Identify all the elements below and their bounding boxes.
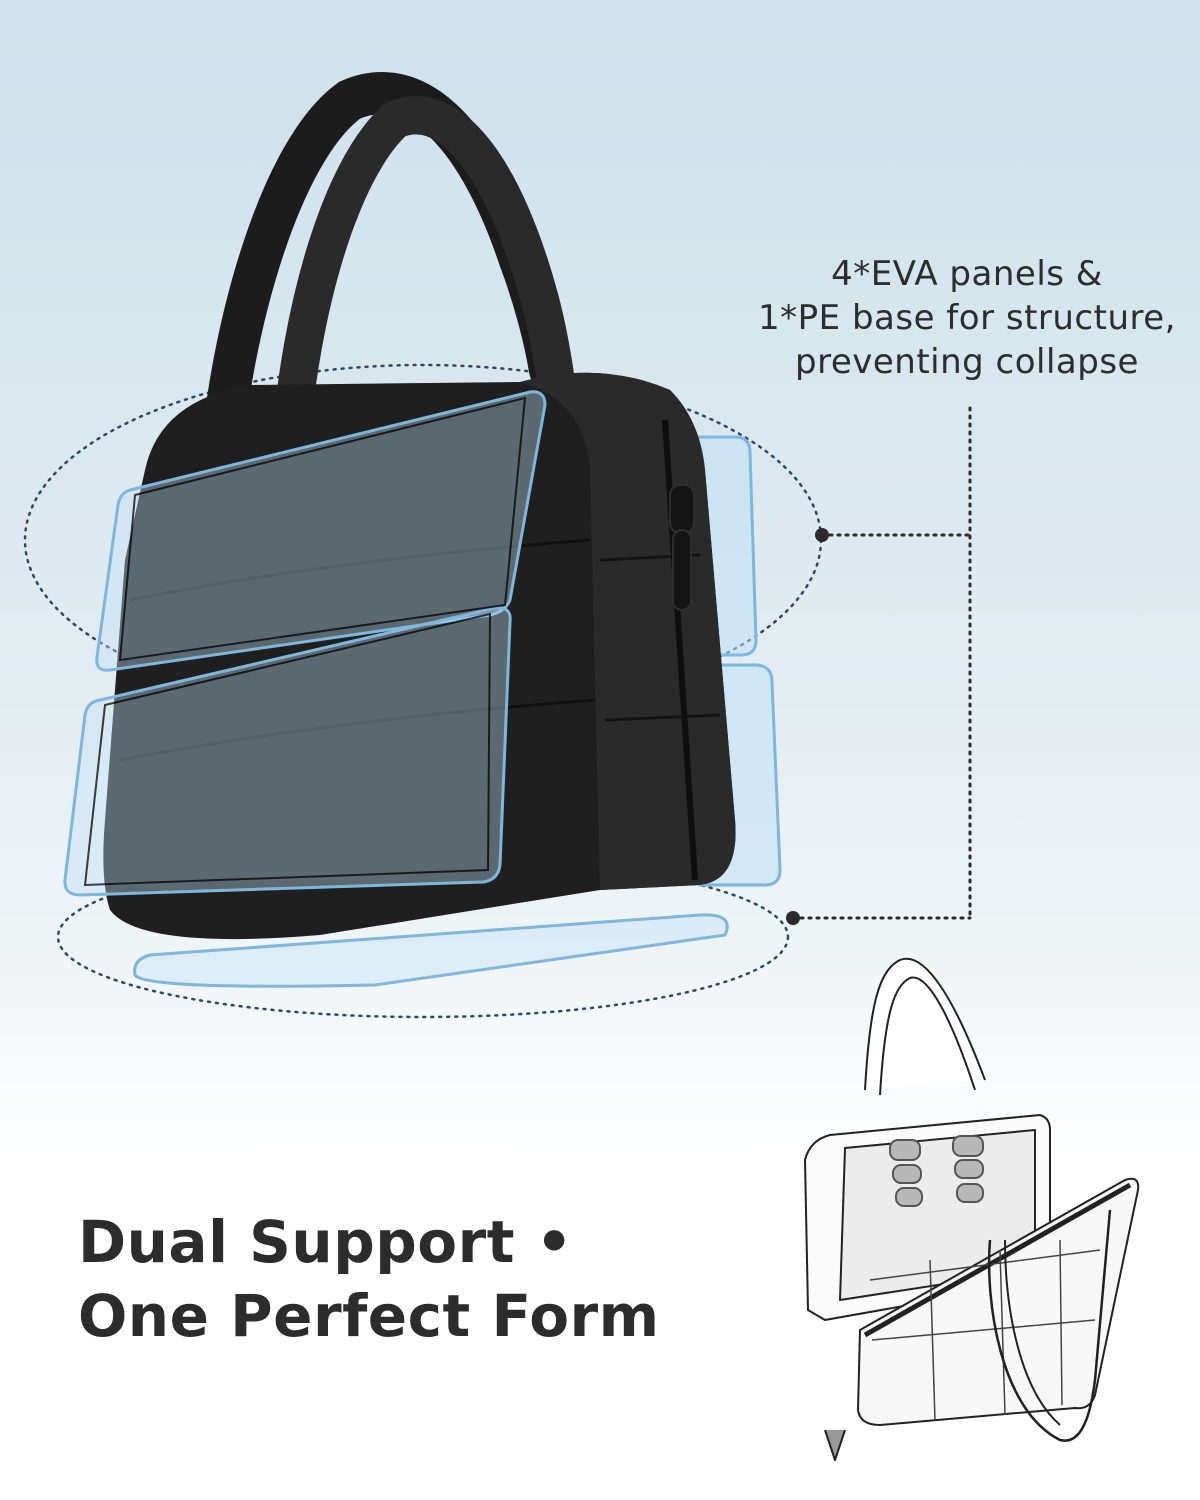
headline: Dual Support • One Perfect Form: [78, 1205, 660, 1353]
callout-line-1: 4*EVA panels &: [831, 254, 1103, 294]
bag-body: [103, 372, 736, 940]
callout-line-3: preventing collapse: [795, 342, 1139, 382]
callout-dot-upper: [815, 528, 829, 542]
open-tote-sketch: [804, 957, 1140, 1461]
callout-dot-lower: [786, 911, 800, 925]
callout-line-2: 1*PE base for structure,: [758, 298, 1176, 338]
eva-panels-front: [63, 390, 729, 988]
zipper-pull: [669, 484, 695, 611]
lower-dotted-ellipse: [56, 855, 790, 1019]
headline-line-1: Dual Support •: [78, 1208, 574, 1276]
callout-leader: [791, 406, 972, 920]
bag-handles: [199, 72, 574, 491]
headline-line-2: One Perfect Form: [78, 1282, 660, 1350]
structure-callout: 4*EVA panels & 1*PE base for structure, …: [700, 252, 1200, 384]
